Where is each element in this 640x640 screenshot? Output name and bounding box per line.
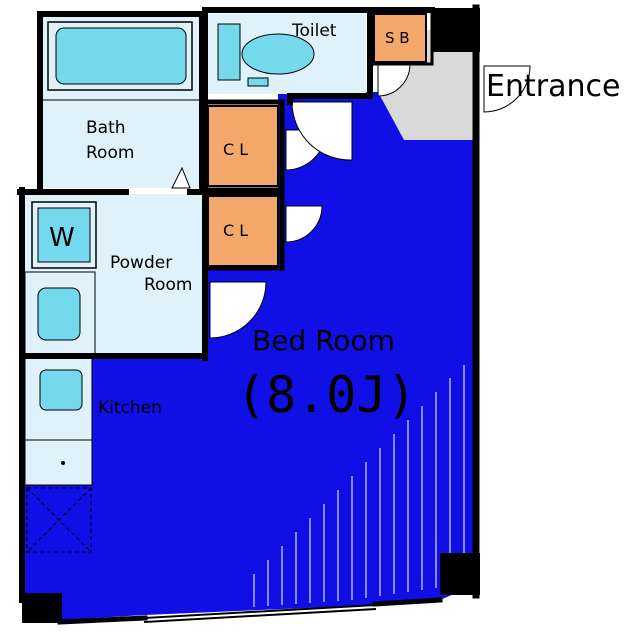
shoe-box	[373, 13, 427, 63]
vanity-basin	[37, 287, 81, 341]
powder-label-line1: Powder	[110, 253, 172, 273]
toilet-label: Toilet	[291, 21, 337, 41]
bathtub-basin	[55, 27, 187, 85]
bath-label-line1: Bath	[86, 118, 126, 138]
bedroom-size-label: (8.0J)	[236, 366, 417, 424]
balcony-hatch	[253, 365, 465, 607]
walls	[17, 4, 480, 625]
entrance-label: Entrance	[486, 69, 620, 104]
door-swings	[171, 63, 531, 339]
kitchen-label: Kitchen	[98, 398, 162, 418]
stove-knob	[61, 461, 65, 465]
columns	[22, 8, 480, 623]
bedroom-name-label: Bed Room	[252, 324, 395, 357]
washer-label: W	[49, 223, 75, 253]
powder-label-line2: Room	[144, 275, 192, 295]
sb-label: S B	[385, 29, 410, 47]
bedroom-floor	[25, 92, 475, 620]
closet-lower-label: C L	[223, 221, 248, 240]
toilet-bowl	[241, 33, 315, 75]
washer-drum	[37, 207, 91, 263]
kitchen-sink	[39, 369, 83, 411]
closet-upper-label: C L	[223, 140, 248, 159]
toilet-tank	[217, 23, 241, 81]
bath-label-line2: Room	[86, 143, 134, 163]
